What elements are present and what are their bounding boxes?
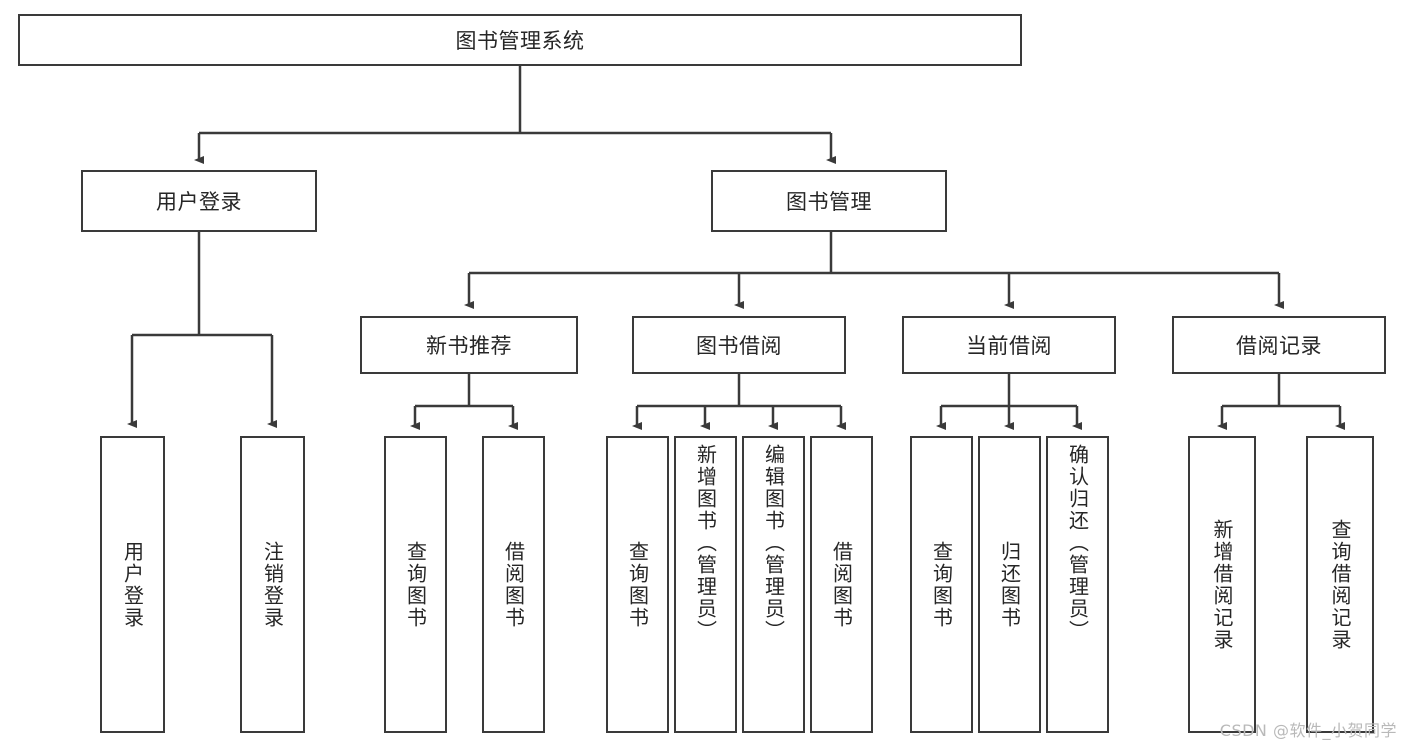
node-label: 图书管理 xyxy=(786,190,872,214)
leaf-record-query-record[interactable]: 查询借阅记录 xyxy=(1306,436,1374,733)
leaf-current-return-book[interactable]: 归还图书 xyxy=(978,436,1041,733)
node-label: 编辑图书（管理员） xyxy=(761,444,786,642)
leaf-recommend-query-book[interactable]: 查询图书 xyxy=(384,436,447,733)
node-label: 新书推荐 xyxy=(426,334,512,358)
node-label: 查询图书 xyxy=(929,540,954,629)
leaf-user-login-login[interactable]: 用户登录 xyxy=(100,436,165,733)
node-book-management[interactable]: 图书管理 xyxy=(711,170,947,232)
node-label: 查询图书 xyxy=(625,540,650,629)
leaf-recommend-borrow-book[interactable]: 借阅图书 xyxy=(482,436,545,733)
node-book-borrow[interactable]: 图书借阅 xyxy=(632,316,846,374)
leaf-borrow-query-book[interactable]: 查询图书 xyxy=(606,436,669,733)
node-label: 当前借阅 xyxy=(966,334,1052,358)
node-user-login[interactable]: 用户登录 xyxy=(81,170,317,232)
leaf-borrow-add-book-admin[interactable]: 新增图书（管理员） xyxy=(674,436,737,733)
leaf-current-confirm-return-admin[interactable]: 确认归还（管理员） xyxy=(1046,436,1109,733)
node-borrow-record[interactable]: 借阅记录 xyxy=(1172,316,1386,374)
node-label: 注销登录 xyxy=(260,540,285,629)
node-label: 借阅记录 xyxy=(1236,334,1322,358)
leaf-current-query-book[interactable]: 查询图书 xyxy=(910,436,973,733)
node-label: 借阅图书 xyxy=(501,540,526,629)
node-root-library-system[interactable]: 图书管理系统 xyxy=(18,14,1022,66)
node-label: 图书管理系统 xyxy=(455,29,585,53)
leaf-borrow-borrow-book[interactable]: 借阅图书 xyxy=(810,436,873,733)
node-label: 新增借阅记录 xyxy=(1210,518,1234,651)
node-label: 查询图书 xyxy=(403,540,428,629)
node-label: 用户登录 xyxy=(120,540,145,629)
node-label: 图书借阅 xyxy=(696,334,782,358)
node-current-borrow[interactable]: 当前借阅 xyxy=(902,316,1116,374)
leaf-user-login-logout[interactable]: 注销登录 xyxy=(240,436,305,733)
node-new-book-recommend[interactable]: 新书推荐 xyxy=(360,316,578,374)
node-label: 借阅图书 xyxy=(829,540,854,629)
node-label: 新增图书（管理员） xyxy=(693,444,718,642)
leaf-borrow-edit-book-admin[interactable]: 编辑图书（管理员） xyxy=(742,436,805,733)
node-label: 归还图书 xyxy=(997,540,1022,629)
node-label: 确认归还（管理员） xyxy=(1065,444,1090,642)
leaf-record-add-record[interactable]: 新增借阅记录 xyxy=(1188,436,1256,733)
node-label: 用户登录 xyxy=(156,190,242,214)
node-label: 查询借阅记录 xyxy=(1328,518,1352,651)
